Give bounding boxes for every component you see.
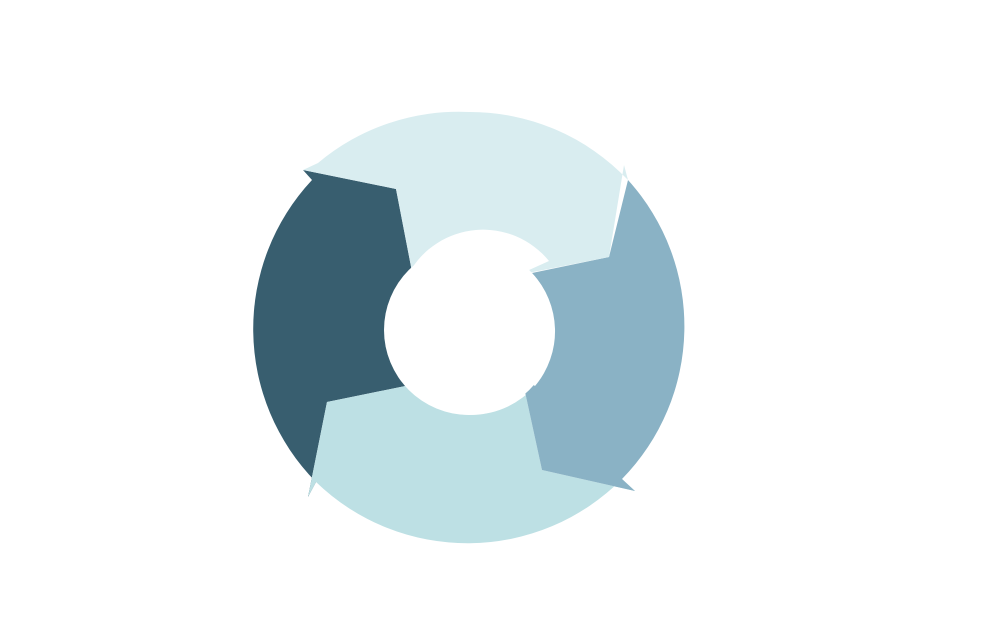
cycle-segment-bottom [308,378,635,544]
center-hole [384,245,554,415]
cycle-segment-left [253,170,420,497]
cycle-segment-right [522,180,685,491]
cycle-segment-top [303,111,628,283]
